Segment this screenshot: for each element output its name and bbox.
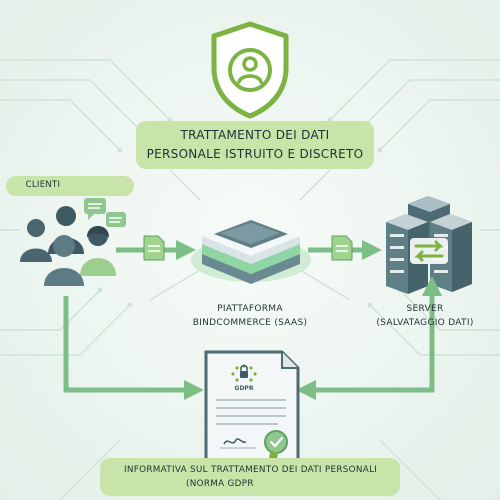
arrow-server-to-gdpr <box>296 286 435 400</box>
server-label-line-2: (SALVATAGGIO DATI) <box>376 318 474 328</box>
gdpr-pill <box>100 458 400 496</box>
platform-label: PIATTAFORMA BINDCOMMERCE (SAAS) <box>170 302 330 330</box>
server-label: SERVER (SALVATAGGIO DATI) <box>350 302 500 330</box>
clients-label: CLIENTI <box>25 180 61 190</box>
gdpr-label-line-2: (NORMA GDPR <box>186 479 254 489</box>
platform-label-line-1: PIATTAFORMA <box>217 304 283 314</box>
server-label-line-1: SERVER <box>406 304 444 314</box>
gdpr-label: INFORMATIVA SUL TRATTAMENTO DEI DATI PER… <box>100 463 400 491</box>
gdpr-document-icon: GDPR <box>204 350 300 468</box>
title-pill <box>136 121 374 169</box>
clients-people-icon <box>20 198 126 286</box>
shield-user-icon <box>211 21 289 119</box>
title-line-2: PERSONALE ISTRUITO E DISCRETO <box>146 147 364 161</box>
title-line-1: TRATTAMENTO DEI DATI <box>180 128 330 142</box>
clients-pill <box>6 176 134 196</box>
gdpr-label-line-1: INFORMATIVA SUL TRATTAMENTO DEI DATI PER… <box>124 465 378 475</box>
arrow-clients-to-gdpr <box>63 296 204 400</box>
document-icon-left <box>143 235 165 261</box>
platform-device-icon <box>191 216 311 284</box>
diagram-title: TRATTAMENTO DEI DATI PERSONALE ISTRUITO … <box>136 126 374 164</box>
platform-label-line-2: BINDCOMMERCE (SAAS) <box>192 318 308 328</box>
server-rack-icon <box>386 196 472 294</box>
gdpr-badge-text: GDPR <box>235 385 254 392</box>
document-icon-right <box>331 235 353 261</box>
